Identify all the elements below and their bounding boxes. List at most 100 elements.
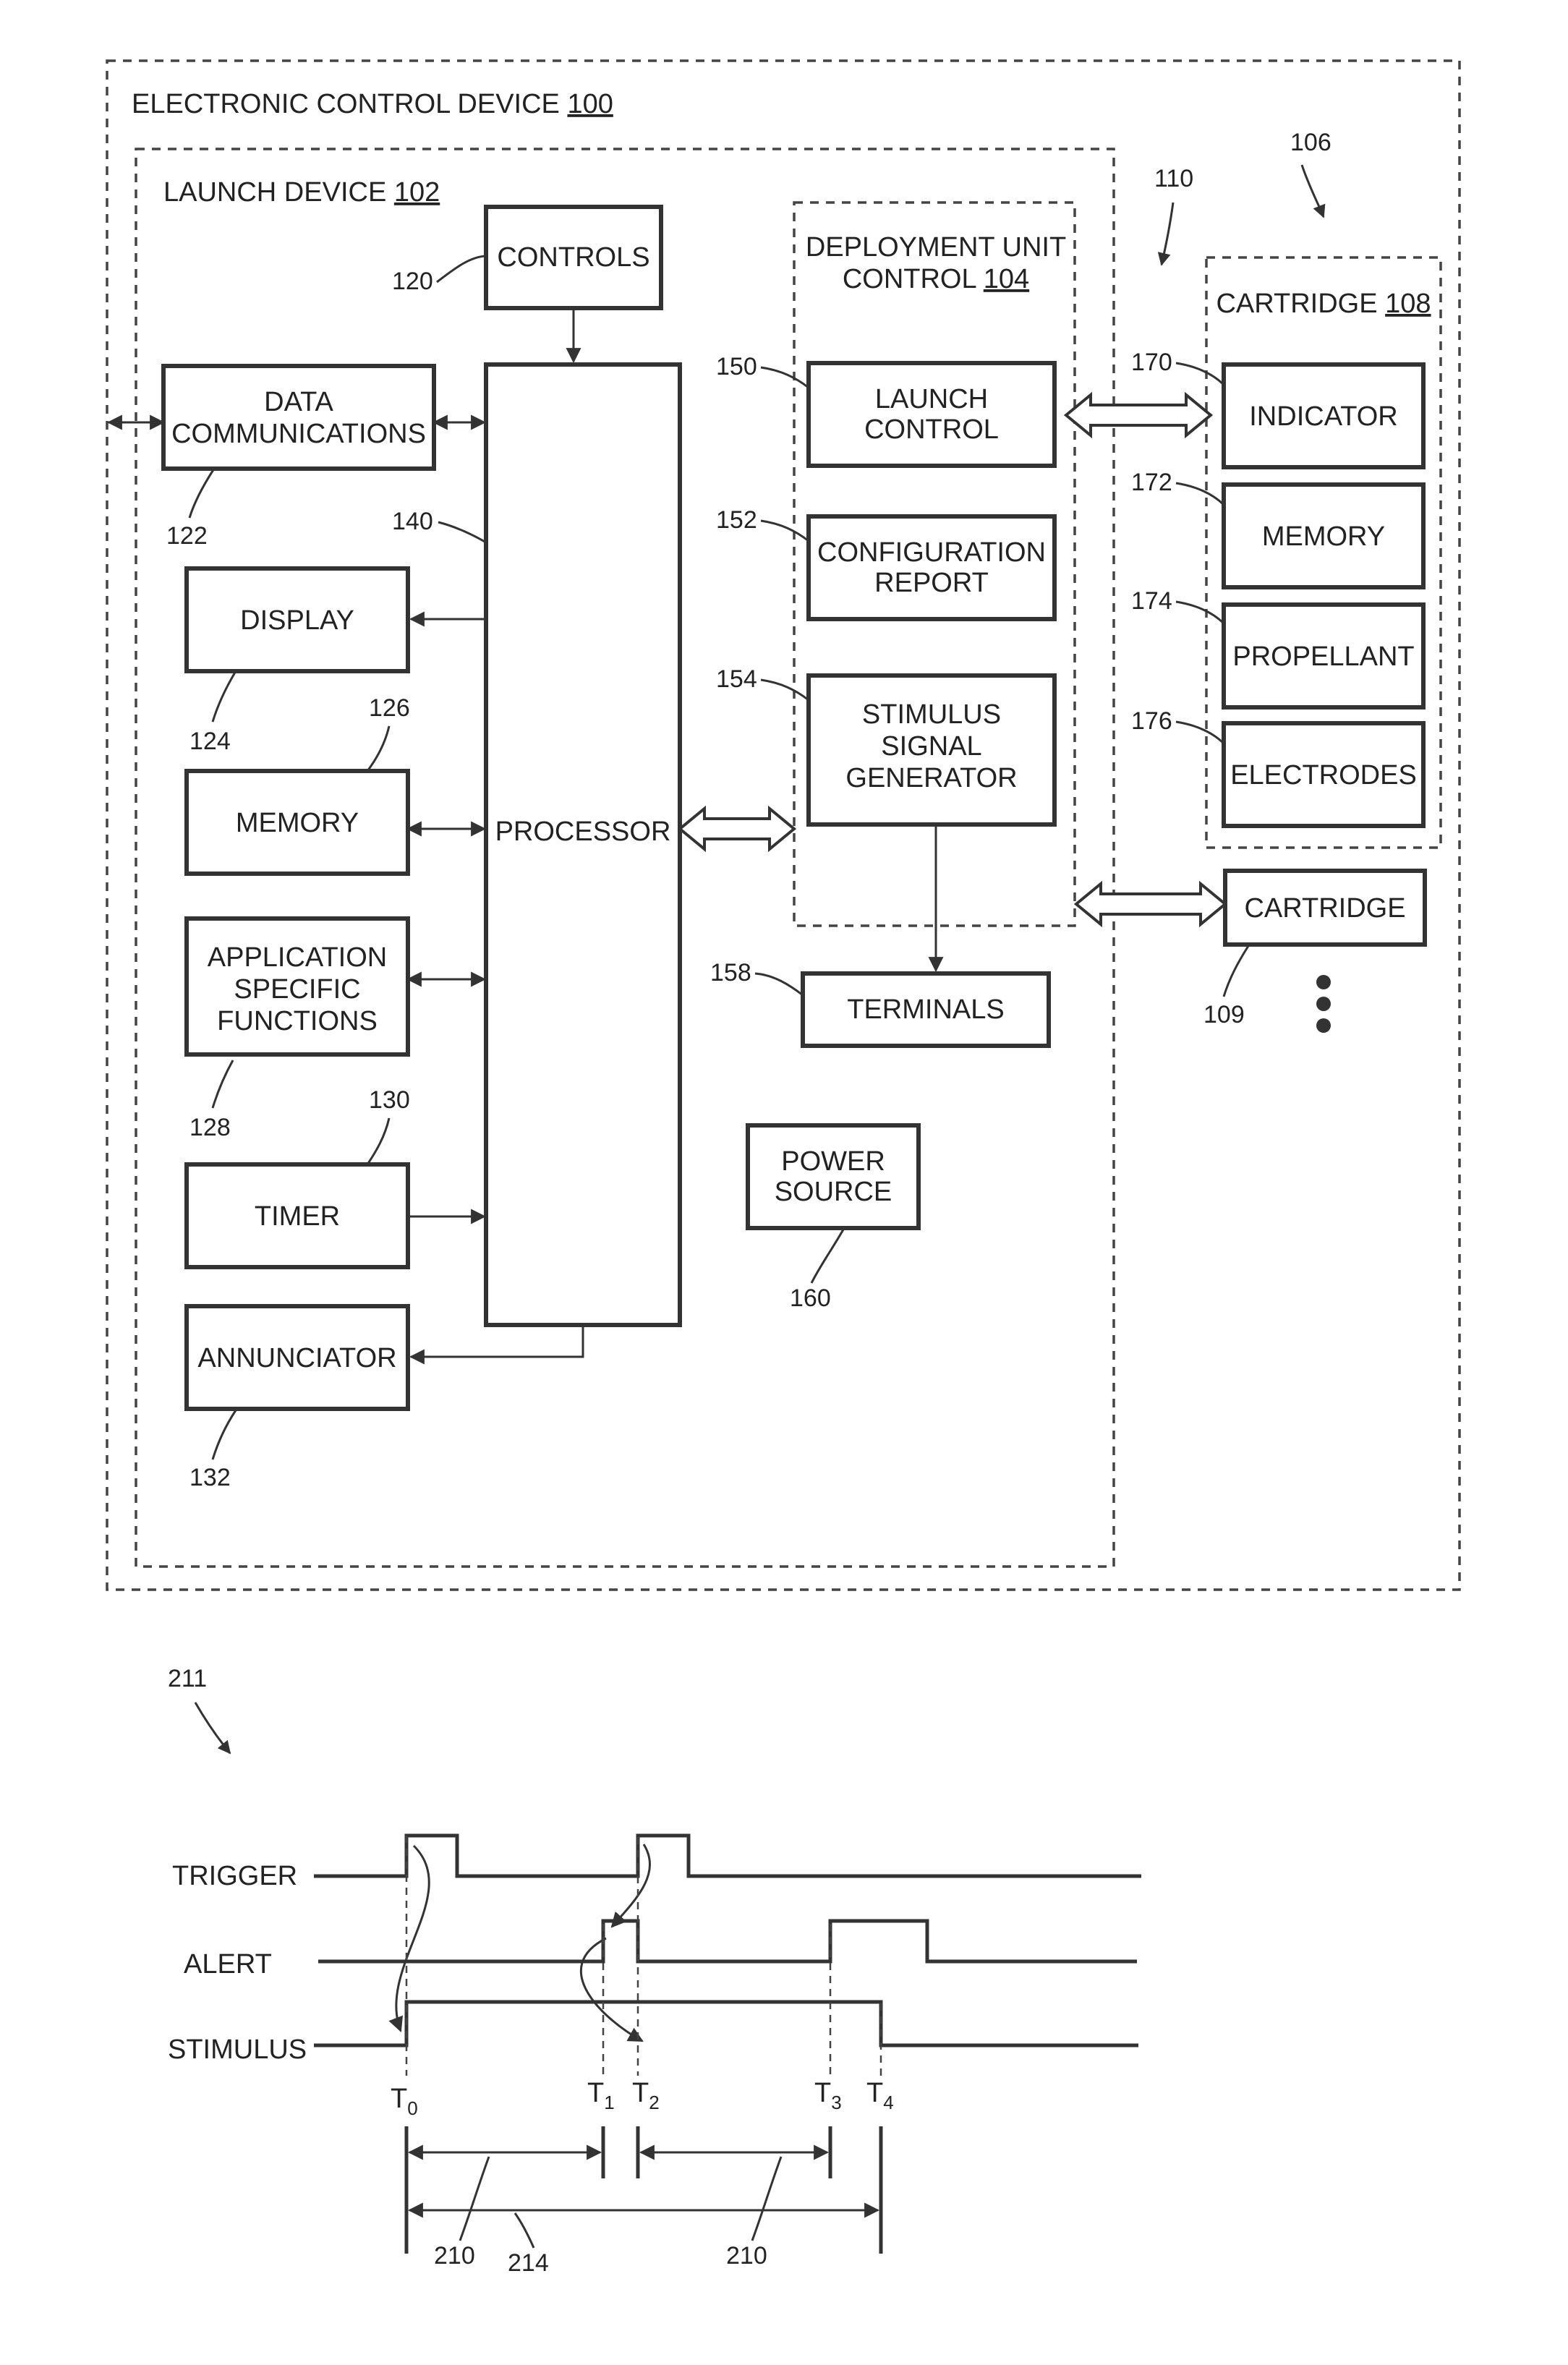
ref-132: 132 [189,1464,231,1491]
processor-deployment-double-arrow [680,809,794,849]
ref-128-leader [213,1060,233,1108]
more-cartridges-dot-3 [1316,1018,1331,1033]
configuration-report-line2: REPORT [874,568,989,598]
power-source-line1: POWER [781,1146,885,1177]
t2-label: T2 [632,2078,660,2113]
launch-control-line2: CONTROL [864,414,999,445]
ref-140-leader [438,522,486,542]
indicator-label: INDICATOR [1249,401,1398,432]
data-communications-line1: DATA [264,387,333,417]
asf-line1: APPLICATION [208,942,387,973]
ref-132-leader [213,1410,236,1460]
trigger-label: TRIGGER [172,1861,297,1891]
ref-152: 152 [716,506,757,534]
stimulus-label: STIMULUS [168,2034,307,2065]
data-communications-line2: COMMUNICATIONS [171,419,426,449]
ref-124-leader [213,671,236,722]
ref-150-leader [761,367,809,388]
more-cartridges-dot-1 [1316,975,1331,989]
t0-label: T0 [391,2084,418,2119]
display-label: DISPLAY [240,605,354,636]
propellant-label: PROPELLANT [1232,642,1414,672]
ref-211-arrow [195,1703,230,1753]
ref-126-leader [367,726,389,771]
ref-110: 110 [1154,165,1193,192]
ref-128: 128 [189,1114,231,1141]
electrodes-label: ELECTRODES [1230,760,1417,791]
ref-106-arrow [1302,165,1324,217]
cartridge-memory-label: MEMORY [1262,521,1385,552]
launch-device-label: LAUNCH DEVICE 102 [163,177,440,208]
ref-109: 109 [1203,1001,1245,1028]
ref-170: 170 [1131,349,1172,376]
cartridge-109-label: CARTRIDGE [1244,893,1405,924]
ssg-line1: STIMULUS [862,699,1001,730]
ref-176: 176 [1131,707,1172,735]
ssg-line3: GENERATOR [845,763,1017,793]
ref-154: 154 [716,665,757,693]
trigger-waveform [314,1836,1141,1876]
alert-waveform [318,1921,1137,1961]
ref-109-leader [1224,946,1248,997]
launch-control-cartridge-double-arrow [1066,395,1211,435]
t3-label: T3 [814,2078,842,2113]
ref-158: 158 [710,959,751,987]
ref-214: 214 [508,2249,549,2277]
more-cartridges-dot-2 [1316,997,1331,1011]
controls-label: CONTROLS [497,242,649,273]
timer-label: TIMER [255,1201,340,1232]
ref-122-leader [189,469,214,518]
ref-140: 140 [392,508,433,535]
ssg-line2: SIGNAL [881,731,981,762]
electronic-control-device-label: ELECTRONIC CONTROL DEVICE 100 [132,89,613,119]
ref-170-leader [1176,363,1224,385]
processor-label: PROCESSOR [495,817,671,847]
ref-176-leader [1176,722,1224,743]
stimulus-waveform [314,2002,1138,2045]
alert-label: ALERT [184,1949,272,1980]
ref-174-leader [1176,602,1224,623]
ref-152-leader [761,521,809,541]
deployment-cartridge109-double-arrow [1076,884,1225,924]
asf-line2: SPECIFIC [234,974,360,1005]
processor-to-annunciator-arrow [411,1325,583,1357]
ref-160: 160 [790,1284,831,1312]
ref-214-leader [515,2213,534,2248]
trigger-to-alert-arrow [612,1844,649,1927]
ref-122: 122 [166,522,208,550]
ref-130: 130 [369,1086,410,1114]
launch-control-line1: LAUNCH [875,384,988,414]
terminals-label: TERMINALS [847,994,1004,1025]
ref-120-leader [437,256,486,282]
ref-210-first: 210 [434,2242,475,2270]
ref-126: 126 [369,694,410,722]
ref-124: 124 [189,728,231,755]
data-communications-block [163,366,434,469]
ref-150: 150 [716,353,757,380]
cartridge-group-label: CARTRIDGE 108 [1216,289,1431,319]
ref-158-leader [755,973,803,995]
ref-160-leader [811,1230,843,1283]
ref-210-second-leader [752,2157,781,2241]
power-source-line2: SOURCE [775,1177,892,1207]
ref-172: 172 [1131,469,1172,496]
deployment-unit-control-line2: CONTROL 104 [843,264,1029,294]
ref-174: 174 [1131,587,1172,615]
memory-label: MEMORY [236,808,359,838]
ref-106: 106 [1290,129,1331,156]
ref-210-second: 210 [726,2242,767,2270]
ref-120: 120 [392,268,433,295]
annunciator-label: ANNUNCIATOR [197,1343,396,1373]
asf-line3: FUNCTIONS [217,1006,378,1036]
t1-label: T1 [587,2078,615,2113]
deployment-unit-control-line1: DEPLOYMENT UNIT [806,232,1066,263]
ref-130-leader [367,1118,389,1164]
t4-label: T4 [866,2078,894,2113]
ref-110-arrow [1162,203,1173,265]
ref-154-leader [761,680,809,700]
alert-to-stimulus-arrow [581,1938,642,2041]
ref-211: 211 [168,1665,207,1692]
ref-210-first-leader [460,2157,489,2241]
configuration-report-line1: CONFIGURATION [817,537,1046,568]
